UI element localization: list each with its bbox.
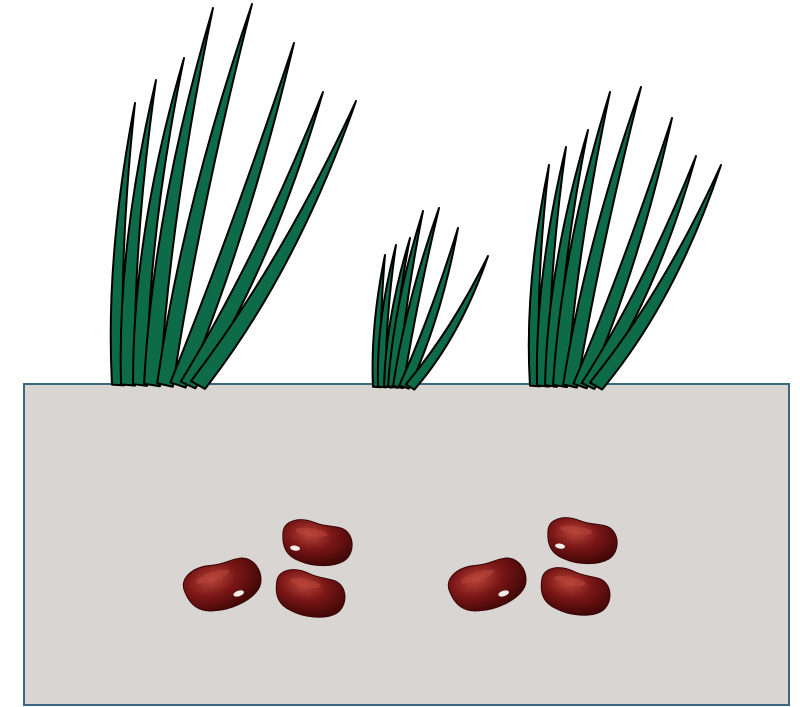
medium-grass-clump [529, 87, 721, 389]
tall-grass-clump [111, 4, 356, 389]
small-grass-clump [373, 208, 488, 390]
grass-leaf-icon [181, 92, 323, 388]
soil-block [24, 384, 789, 705]
